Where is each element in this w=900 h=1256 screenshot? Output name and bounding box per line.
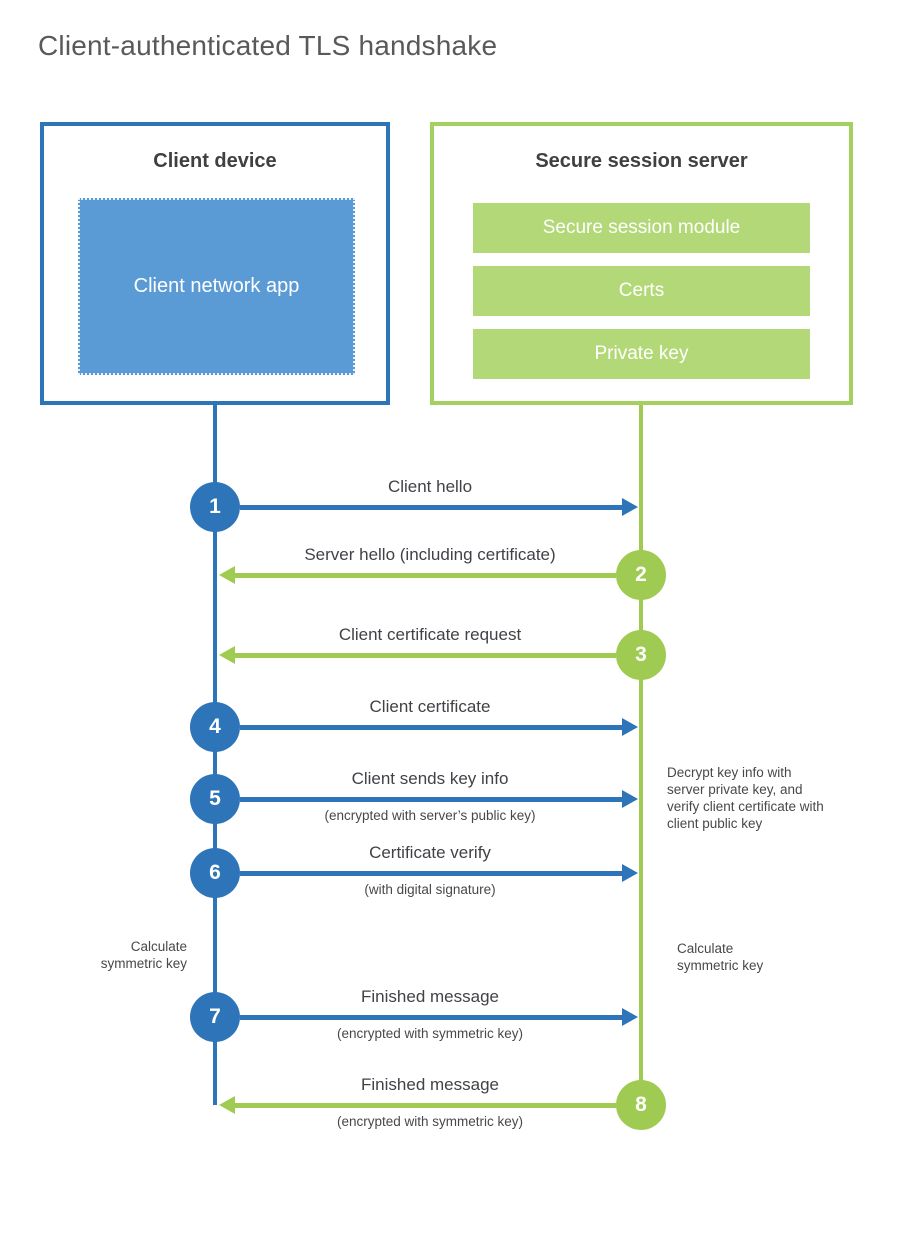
step-4-badge: 4 bbox=[190, 702, 240, 752]
server-module-certs: Certs bbox=[473, 266, 810, 316]
arrow-left-icon bbox=[219, 566, 235, 584]
step-1-number: 1 bbox=[209, 495, 221, 518]
arrow-right-icon bbox=[622, 1008, 638, 1026]
step-8-badge: 8 bbox=[616, 1080, 666, 1130]
arrow-right-icon bbox=[622, 718, 638, 736]
client-network-app-box: Client network app bbox=[78, 198, 355, 375]
step-8-label: Finished message bbox=[361, 1075, 499, 1094]
step-8-number: 8 bbox=[635, 1093, 647, 1116]
server-lifeline bbox=[639, 405, 643, 1105]
decrypt-note: Decrypt key info with server private key… bbox=[667, 765, 824, 831]
step-6-arrow bbox=[240, 871, 622, 876]
step-3-number: 3 bbox=[635, 643, 647, 666]
arrow-right-icon bbox=[622, 864, 638, 882]
step-4-label: Client certificate bbox=[369, 697, 491, 716]
client-lifeline bbox=[213, 405, 217, 1105]
step-1-label: Client hello bbox=[387, 477, 473, 496]
step-7-number: 7 bbox=[209, 1005, 221, 1028]
step-3-badge: 3 bbox=[616, 630, 666, 680]
step-7-arrow bbox=[240, 1015, 622, 1020]
arrow-left-icon bbox=[219, 1096, 235, 1114]
step-6-badge: 6 bbox=[190, 848, 240, 898]
calculate-symmetric-key-server: Calculate symmetric key bbox=[677, 941, 764, 973]
arrow-right-icon bbox=[622, 790, 638, 808]
client-device-title: Client device bbox=[153, 150, 277, 172]
client-device-box: Client device Client network app bbox=[40, 122, 390, 405]
server-module-secure-session: Secure session module bbox=[473, 203, 810, 253]
step-6-subtext: (with digital signature) bbox=[364, 882, 496, 897]
step-8-arrow bbox=[235, 1103, 616, 1108]
step-1-badge: 1 bbox=[190, 482, 240, 532]
server-title: Secure session server bbox=[535, 150, 748, 172]
step-1-arrow bbox=[240, 505, 622, 510]
step-6-label: Certificate verify bbox=[369, 843, 491, 862]
step-5-number: 5 bbox=[209, 787, 221, 810]
step-4-arrow bbox=[240, 725, 622, 730]
step-3-arrow bbox=[235, 653, 616, 658]
calculate-symmetric-key-client: Calculate symmetric key bbox=[100, 939, 187, 971]
step-6-number: 6 bbox=[209, 861, 221, 884]
step-7-label: Finished message bbox=[361, 987, 499, 1006]
step-7-subtext: (encrypted with symmetric key) bbox=[336, 1026, 524, 1041]
step-7-badge: 7 bbox=[190, 992, 240, 1042]
server-module-private-key: Private key bbox=[473, 329, 810, 379]
step-5-subtext: (encrypted with server’s public key) bbox=[324, 808, 536, 823]
step-2-label: Server hello (including certificate) bbox=[304, 545, 556, 564]
arrow-right-icon bbox=[622, 498, 638, 516]
arrow-left-icon bbox=[219, 646, 235, 664]
step-3-label: Client certificate request bbox=[338, 625, 522, 644]
step-5-label: Client sends key info bbox=[351, 769, 509, 788]
step-5-badge: 5 bbox=[190, 774, 240, 824]
step-8-subtext: (encrypted with symmetric key) bbox=[336, 1114, 524, 1129]
step-2-arrow bbox=[235, 573, 616, 578]
page-title: Client-authenticated TLS handshake bbox=[38, 30, 498, 61]
step-4-number: 4 bbox=[209, 715, 221, 738]
step-2-badge: 2 bbox=[616, 550, 666, 600]
step-2-number: 2 bbox=[635, 563, 647, 586]
step-5-arrow bbox=[240, 797, 622, 802]
server-box: Secure session server Secure session mod… bbox=[430, 122, 853, 405]
